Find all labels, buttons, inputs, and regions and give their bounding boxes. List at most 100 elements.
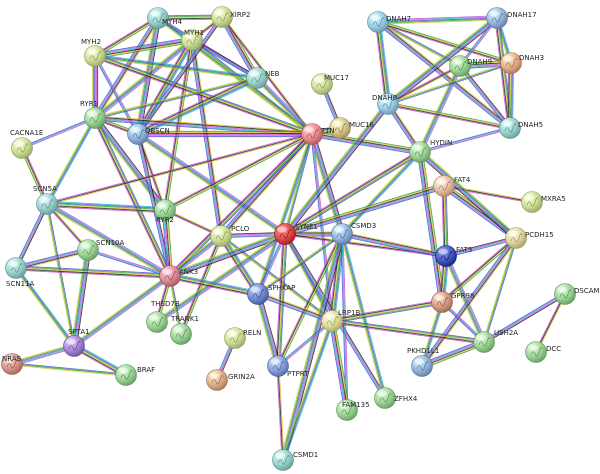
node-circle[interactable] xyxy=(127,123,149,145)
node-ttn[interactable] xyxy=(301,123,323,145)
node-circle[interactable] xyxy=(84,45,106,67)
node-pclo[interactable] xyxy=(210,225,232,247)
node-fat3[interactable] xyxy=(435,245,457,267)
node-trank1[interactable] xyxy=(170,323,192,345)
node-ush2a[interactable] xyxy=(473,331,495,353)
node-scn5a[interactable] xyxy=(36,193,58,215)
node-ptprt[interactable] xyxy=(267,355,289,377)
node-circle[interactable] xyxy=(500,52,522,74)
node-myh1[interactable] xyxy=(181,29,203,51)
node-ryr1[interactable] xyxy=(84,107,106,129)
node-circle[interactable] xyxy=(336,399,358,421)
node-muc16[interactable] xyxy=(329,117,351,139)
node-dnah5[interactable] xyxy=(499,117,521,139)
node-highlight xyxy=(377,390,387,397)
node-circle[interactable] xyxy=(246,67,268,89)
node-circle[interactable] xyxy=(409,141,431,163)
node-circle[interactable] xyxy=(505,227,527,249)
node-circle[interactable] xyxy=(272,449,294,471)
node-circle[interactable] xyxy=(329,117,351,139)
node-circle[interactable] xyxy=(499,117,521,139)
node-circle[interactable] xyxy=(377,93,399,115)
node-circle[interactable] xyxy=(374,387,396,409)
node-circle[interactable] xyxy=(206,369,228,391)
structure-glyph xyxy=(41,199,54,209)
node-circle[interactable] xyxy=(181,29,203,51)
node-dnah9[interactable] xyxy=(449,55,471,77)
node-xirp2[interactable] xyxy=(211,6,233,28)
node-circle[interactable] xyxy=(147,7,169,29)
node-circle[interactable] xyxy=(301,123,323,145)
node-scn10a[interactable] xyxy=(77,239,99,261)
node-circle[interactable] xyxy=(146,311,168,333)
node-pkhd1l1[interactable] xyxy=(411,355,433,377)
node-pcdh15[interactable] xyxy=(505,227,527,249)
node-circle[interactable] xyxy=(554,283,576,305)
node-circle[interactable] xyxy=(433,175,455,197)
node-syne1[interactable] xyxy=(274,223,296,245)
node-circle[interactable] xyxy=(311,73,333,95)
node-muc17[interactable] xyxy=(311,73,333,95)
edge-ryr1-ank3 xyxy=(92,116,173,278)
node-circle[interactable] xyxy=(411,355,433,377)
node-circle[interactable] xyxy=(211,6,233,28)
node-fat4[interactable] xyxy=(433,175,455,197)
node-circle[interactable] xyxy=(449,55,471,77)
node-circle[interactable] xyxy=(36,193,58,215)
node-circle[interactable] xyxy=(1,353,23,375)
node-hydin[interactable] xyxy=(409,141,431,163)
node-circle[interactable] xyxy=(521,191,543,213)
node-csmd3[interactable] xyxy=(331,223,353,245)
node-grin2a[interactable] xyxy=(206,369,228,391)
node-mxra5[interactable] xyxy=(521,191,543,213)
node-braf[interactable] xyxy=(115,364,137,386)
node-circle[interactable] xyxy=(11,137,33,159)
node-circle[interactable] xyxy=(154,199,176,221)
node-circle[interactable] xyxy=(473,331,495,353)
node-circle[interactable] xyxy=(247,283,269,305)
node-csmd1[interactable] xyxy=(272,449,294,471)
node-myh4[interactable] xyxy=(147,7,169,29)
node-neb[interactable] xyxy=(246,67,268,89)
node-reln[interactable] xyxy=(224,327,246,349)
node-ryr2[interactable] xyxy=(154,199,176,221)
node-circle[interactable] xyxy=(224,327,246,349)
node-scn11a[interactable] xyxy=(5,257,27,279)
node-circle[interactable] xyxy=(63,335,85,357)
node-circle[interactable] xyxy=(77,239,99,261)
node-circle[interactable] xyxy=(431,291,453,313)
node-dnah17[interactable] xyxy=(486,7,508,29)
node-dnah8[interactable] xyxy=(377,93,399,115)
node-cacna1e[interactable] xyxy=(11,137,33,159)
node-nras[interactable] xyxy=(1,353,23,375)
node-lrp1b[interactable] xyxy=(321,310,343,332)
node-circle[interactable] xyxy=(321,310,343,332)
node-obscn[interactable] xyxy=(127,123,149,145)
node-circle[interactable] xyxy=(274,223,296,245)
node-dscam[interactable] xyxy=(554,283,576,305)
node-ank3[interactable] xyxy=(159,265,181,287)
node-gpr98[interactable] xyxy=(431,291,453,313)
node-zfhx4[interactable] xyxy=(374,387,396,409)
node-sphkap[interactable] xyxy=(247,283,269,305)
node-circle[interactable] xyxy=(435,245,457,267)
node-highlight xyxy=(80,242,90,249)
node-circle[interactable] xyxy=(331,223,353,245)
node-spta1[interactable] xyxy=(63,335,85,357)
node-fam135b[interactable] xyxy=(336,399,358,421)
node-circle[interactable] xyxy=(170,323,192,345)
node-dcc[interactable] xyxy=(525,341,547,363)
node-circle[interactable] xyxy=(210,225,232,247)
node-dnah3[interactable] xyxy=(500,52,522,74)
node-circle[interactable] xyxy=(5,257,27,279)
node-circle[interactable] xyxy=(84,107,106,129)
node-circle[interactable] xyxy=(525,341,547,363)
node-circle[interactable] xyxy=(159,265,181,287)
node-circle[interactable] xyxy=(267,355,289,377)
node-dnah7[interactable] xyxy=(367,11,389,33)
node-circle[interactable] xyxy=(115,364,137,386)
node-thsd7b[interactable] xyxy=(146,311,168,333)
node-circle[interactable] xyxy=(367,11,389,33)
node-circle[interactable] xyxy=(486,7,508,29)
node-myh2[interactable] xyxy=(84,45,106,67)
